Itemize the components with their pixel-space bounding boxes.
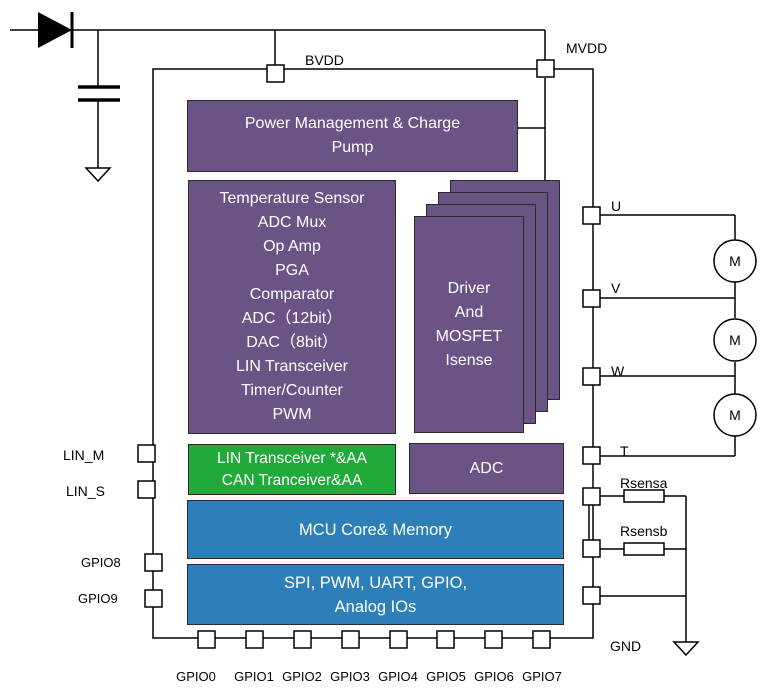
bottom-gpio-labels: GPIO0 GPIO1 GPIO2 GPIO3 GPIO4 GPIO5 GPIO6 GPIO7 xyxy=(176,669,562,684)
rsensb-resistor xyxy=(623,542,665,556)
driver-line: Driver xyxy=(447,279,491,297)
analog-peripherals-block: Temperature Sensor ADC Mux Op Amp PGA Co… xyxy=(188,180,396,434)
gnd-label: GND xyxy=(610,638,641,654)
pin-gpio5 xyxy=(436,630,455,649)
v-label: V xyxy=(611,280,621,296)
io-line: Analog IOs xyxy=(334,597,417,616)
analog-item: Temperature Sensor xyxy=(219,190,365,207)
mvdd-label: MVDD xyxy=(566,40,607,56)
diode-icon xyxy=(38,12,72,48)
pin-gpio3 xyxy=(341,630,360,649)
ground-icon xyxy=(672,641,700,657)
pin-w xyxy=(582,367,601,386)
bvdd-label: BVDD xyxy=(305,52,344,68)
lin-s-label: LIN_S xyxy=(66,483,105,499)
io-line: SPI, PWM, UART, GPIO, xyxy=(283,573,468,592)
ground-icon xyxy=(84,167,112,183)
pin-io-gnd xyxy=(582,586,601,605)
pin-lin-s xyxy=(137,480,156,499)
analog-item: ADC（12bit） xyxy=(241,310,343,327)
pin-v xyxy=(582,289,601,308)
gpio-label-0: GPIO0 xyxy=(176,669,216,684)
driver-line: MOSFET xyxy=(435,327,503,345)
pin-mvdd xyxy=(536,59,555,78)
lin-transceiver-label: LIN Transceiver *&AA xyxy=(217,449,367,467)
power-block-line: Power Management & Charge xyxy=(244,115,461,132)
mcu-core-block: MCU Core& Memory xyxy=(187,500,564,559)
analog-item: PGA xyxy=(275,262,309,279)
gpio-label-2: GPIO2 xyxy=(282,669,322,684)
pin-gpio6 xyxy=(484,630,503,649)
adc-label: ADC xyxy=(469,459,504,477)
gpio-label-3: GPIO3 xyxy=(330,669,370,684)
pin-lin-m xyxy=(137,444,156,463)
transceiver-block: LIN Transceiver *&AA CAN Tranceiver&AA xyxy=(188,444,396,495)
rsensb-label: Rsensb xyxy=(620,523,668,539)
rsensa-resistor xyxy=(623,489,665,503)
analog-item: Timer/Counter xyxy=(241,382,343,399)
gpio-label-1: GPIO1 xyxy=(234,669,274,684)
gpio-label-4: GPIO4 xyxy=(378,669,418,684)
io-interfaces-block: SPI, PWM, UART, GPIO, Analog IOs xyxy=(187,564,564,625)
pin-u xyxy=(582,206,601,225)
chip-outline xyxy=(152,68,594,639)
motor-label: M xyxy=(729,407,741,423)
analog-item: Op Amp xyxy=(263,238,321,255)
motor-icon xyxy=(713,393,757,437)
adc-block: ADC xyxy=(409,443,564,494)
lin-m-label: LIN_M xyxy=(63,447,104,463)
rsensa-label: Rsensa xyxy=(620,475,668,491)
motor-label: M xyxy=(729,253,741,269)
motor-label: M xyxy=(729,332,741,348)
analog-item: ADC Mux xyxy=(257,214,327,231)
pin-rsensb xyxy=(582,539,601,558)
analog-item: Comparator xyxy=(249,286,335,303)
pin-gpio7 xyxy=(532,630,551,649)
pin-t xyxy=(582,446,601,465)
u-label: U xyxy=(611,198,621,214)
driver-line: And xyxy=(454,303,484,321)
power-block-line: Pump xyxy=(331,139,374,156)
pin-gpio9 xyxy=(144,589,163,608)
pin-rsensa xyxy=(582,487,601,506)
motor-icon xyxy=(713,239,757,283)
analog-item: PWM xyxy=(272,406,312,423)
gpio-label-7: GPIO7 xyxy=(522,669,562,684)
t-label: T xyxy=(620,443,629,459)
gpio-label-5: GPIO5 xyxy=(426,669,466,684)
driver-mosfet-block: Driver And MOSFET Isense xyxy=(414,216,524,433)
driver-line: Isense xyxy=(445,351,493,369)
power-management-block: Power Management & Charge Pump xyxy=(187,100,518,172)
can-transceiver-label: CAN Tranceiver&AA xyxy=(221,471,363,489)
pin-gpio1 xyxy=(245,630,264,649)
analog-item: LIN Transceiver xyxy=(235,358,349,375)
pin-gpio8 xyxy=(144,553,163,572)
gpio8-label: GPIO8 xyxy=(81,555,121,570)
gpio9-label: GPIO9 xyxy=(78,591,118,606)
pin-gpio2 xyxy=(293,630,312,649)
pin-gpio0 xyxy=(197,630,216,649)
motor-icon xyxy=(713,318,757,362)
mcu-label: MCU Core& Memory xyxy=(298,520,453,539)
pin-gpio4 xyxy=(389,630,408,649)
analog-item: DAC（8bit） xyxy=(246,334,338,351)
pin-bvdd xyxy=(266,64,285,83)
w-label: W xyxy=(611,363,625,379)
gpio-label-6: GPIO6 xyxy=(474,669,514,684)
